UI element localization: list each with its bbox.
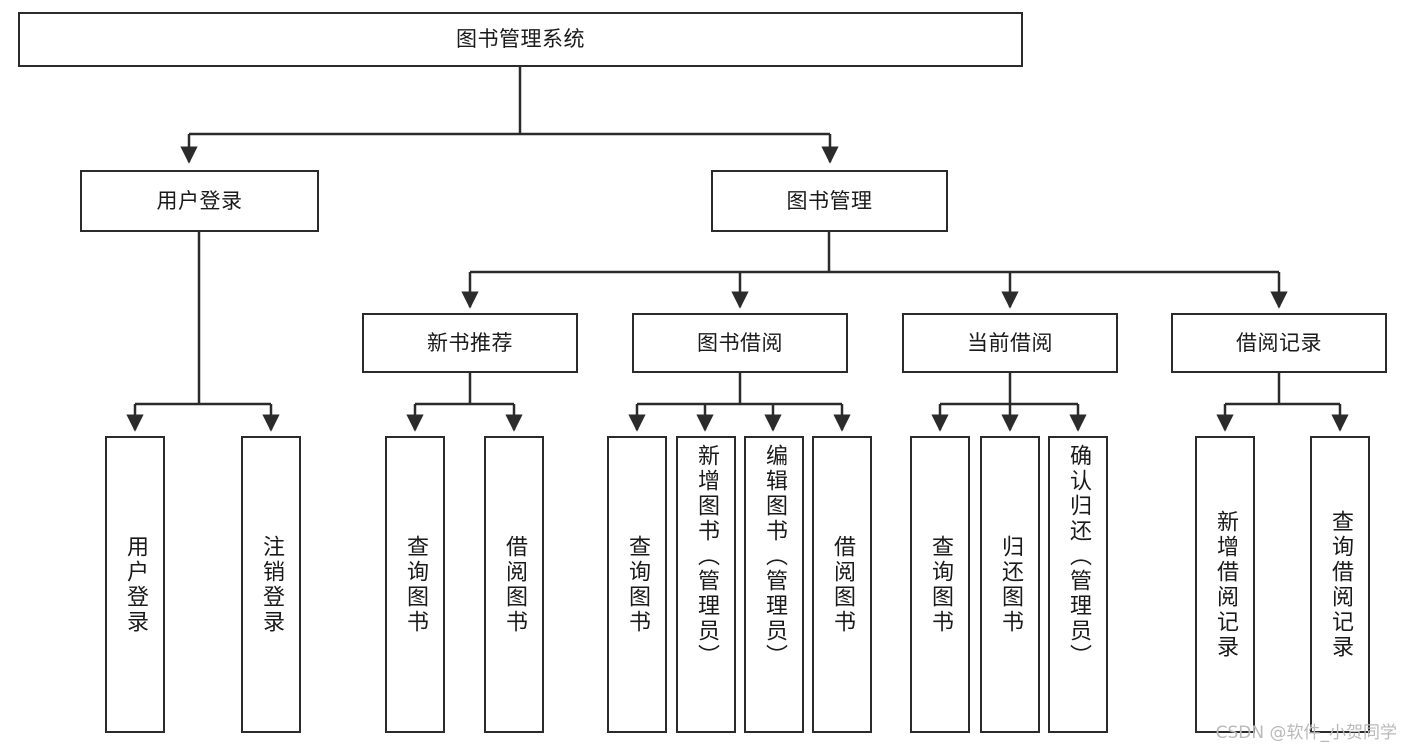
leaf-query-book-1[interactable]: 查询图书 xyxy=(385,436,445,733)
leaf-return-book[interactable]: 归还图书 xyxy=(980,436,1040,733)
leaf-query-book-3-label: 查询图书 xyxy=(928,534,953,635)
leaf-confirm-return[interactable]: 确认归还（管理员） xyxy=(1048,436,1108,733)
leaf-edit-book[interactable]: 编辑图书（管理员） xyxy=(744,436,804,733)
leaf-user-logout[interactable]: 注销登录 xyxy=(241,436,301,733)
node-book-manage[interactable]: 图书管理 xyxy=(711,170,948,232)
leaf-confirm-return-label: 确认归还（管理员） xyxy=(1066,444,1091,669)
leaf-query-book-2-label: 查询图书 xyxy=(625,534,650,635)
leaf-borrow-book-1-label: 借阅图书 xyxy=(502,534,527,635)
leaf-user-login[interactable]: 用户登录 xyxy=(105,436,165,733)
node-root-label: 图书管理系统 xyxy=(456,27,585,52)
node-book-borrow-label: 图书借阅 xyxy=(697,330,783,355)
leaf-borrow-book-2-label: 借阅图书 xyxy=(830,534,855,635)
leaf-query-record[interactable]: 查询借阅记录 xyxy=(1310,436,1370,733)
leaf-add-book[interactable]: 新增图书（管理员） xyxy=(676,436,736,733)
node-user-login-label: 用户登录 xyxy=(156,188,243,213)
leaf-borrow-book-1[interactable]: 借阅图书 xyxy=(484,436,544,733)
leaf-user-login-label: 用户登录 xyxy=(123,534,148,635)
leaf-query-book-1-label: 查询图书 xyxy=(403,534,428,635)
node-book-manage-label: 图书管理 xyxy=(786,188,873,213)
leaf-edit-book-label: 编辑图书（管理员） xyxy=(762,444,787,669)
node-borrow-record-label: 借阅记录 xyxy=(1236,330,1322,355)
leaf-add-record[interactable]: 新增借阅记录 xyxy=(1195,436,1255,733)
node-root[interactable]: 图书管理系统 xyxy=(18,12,1023,67)
leaf-query-book-2[interactable]: 查询图书 xyxy=(607,436,667,733)
leaf-add-book-label: 新增图书（管理员） xyxy=(694,444,719,669)
leaf-return-book-label: 归还图书 xyxy=(998,534,1023,635)
node-book-borrow[interactable]: 图书借阅 xyxy=(632,313,848,373)
node-new-book-recommend-label: 新书推荐 xyxy=(427,330,513,355)
leaf-add-record-label: 新增借阅记录 xyxy=(1213,509,1238,660)
leaf-query-record-label: 查询借阅记录 xyxy=(1328,509,1353,660)
node-current-borrow-label: 当前借阅 xyxy=(967,330,1053,355)
node-user-login[interactable]: 用户登录 xyxy=(80,170,319,232)
node-new-book-recommend[interactable]: 新书推荐 xyxy=(362,313,578,373)
node-current-borrow[interactable]: 当前借阅 xyxy=(902,313,1118,373)
leaf-query-book-3[interactable]: 查询图书 xyxy=(910,436,970,733)
leaf-user-logout-label: 注销登录 xyxy=(259,534,284,635)
leaf-borrow-book-2[interactable]: 借阅图书 xyxy=(812,436,872,733)
node-borrow-record[interactable]: 借阅记录 xyxy=(1171,313,1387,373)
csdn-watermark: CSDN @软件_小贺同学 xyxy=(1215,723,1397,743)
